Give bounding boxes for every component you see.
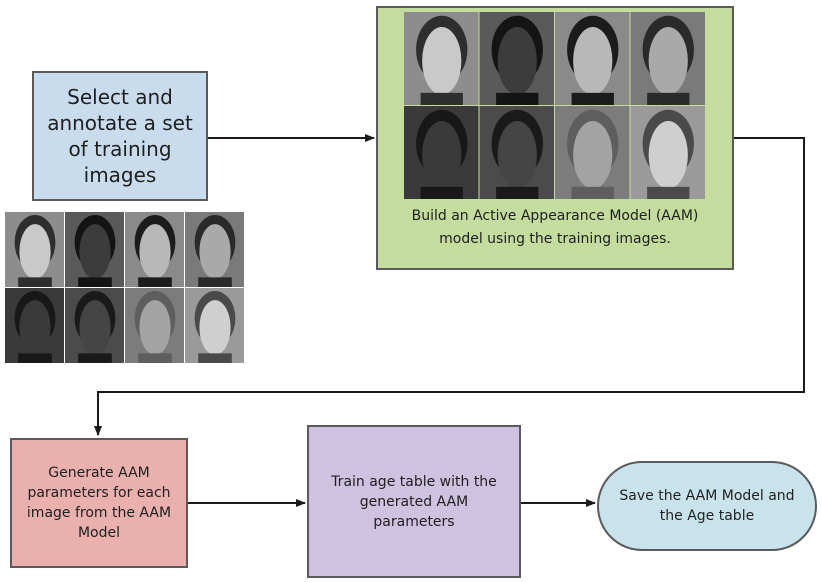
build-aam-step-label: Build an Active Appearance Model (AAM) m…: [411, 208, 699, 247]
select-step-label: Select and annotate a set of training im…: [47, 85, 193, 187]
training-face-photo: [185, 288, 244, 363]
aam-training-face-grid: [404, 12, 705, 199]
training-face-photo: [65, 212, 124, 287]
aam-face-photo: [479, 106, 554, 199]
select-training-images-step: Select and annotate a set of training im…: [32, 71, 208, 201]
build-aam-step: Build an Active Appearance Model (AAM) m…: [376, 6, 734, 270]
training-face-photo: [65, 288, 124, 363]
training-face-photo: [125, 288, 184, 363]
training-face-photo: [5, 288, 64, 363]
train-age-table-step: Train age table with the generated AAM p…: [307, 425, 521, 578]
training-face-grid: [5, 212, 244, 363]
aam-face-photo: [404, 12, 479, 105]
training-face-photo: [5, 212, 64, 287]
training-face-photo: [125, 212, 184, 287]
training-face-photo: [185, 212, 244, 287]
generate-step-label: Generate AAM parameters for each image f…: [26, 465, 172, 541]
arrow-aam-to-generate: [94, 137, 805, 436]
save-step-label: Save the AAM Model and the Age table: [619, 488, 795, 524]
generate-aam-parameters-step: Generate AAM parameters for each image f…: [10, 438, 188, 568]
save-model-terminal: Save the AAM Model and the Age table: [597, 461, 817, 551]
aam-face-photo: [630, 106, 705, 199]
aam-face-photo: [555, 12, 630, 105]
aam-face-photo: [630, 12, 705, 105]
aam-face-photo: [404, 106, 479, 199]
aam-face-photo: [479, 12, 554, 105]
train-step-label: Train age table with the generated AAM p…: [331, 473, 497, 530]
aam-face-photo: [555, 106, 630, 199]
